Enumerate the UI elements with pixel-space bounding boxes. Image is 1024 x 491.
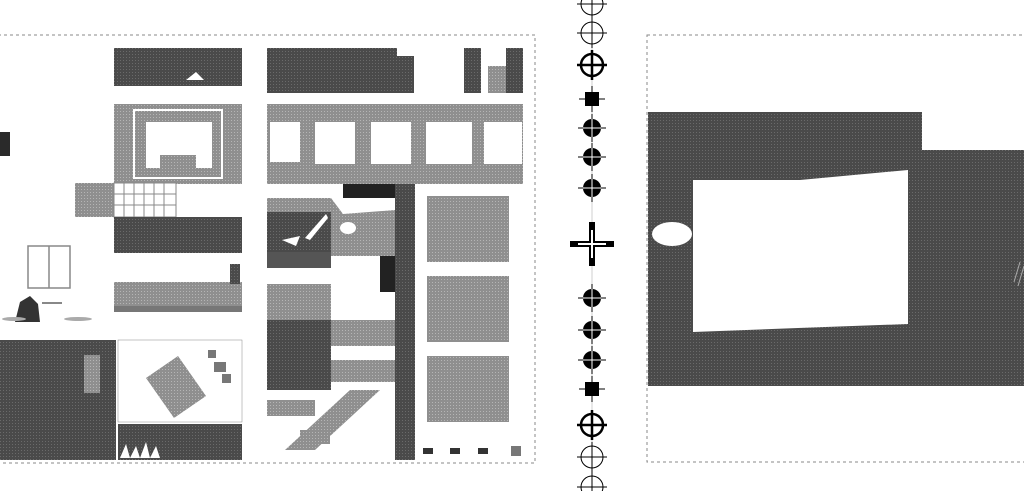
bench-white: [331, 198, 395, 214]
row-cell-3: [371, 122, 411, 164]
crosshair-circle-bold-icon: [577, 410, 607, 440]
tall-column: [395, 184, 415, 460]
shadow-2: [2, 317, 26, 321]
crosshair-circle-icon: [577, 442, 607, 472]
top-strip-b-tab: [397, 56, 414, 93]
shadow-1: [64, 317, 92, 321]
right-print-panel: [646, 34, 1024, 463]
plan-frame: [133, 109, 223, 179]
grass-bottom: [267, 252, 331, 268]
filled-circle-crosshair-icon: [578, 316, 606, 344]
small-table: [42, 302, 62, 304]
field-1: [427, 196, 509, 262]
rock-panel: [267, 284, 331, 320]
small-box-b: [300, 430, 330, 444]
mini-mark-4: [511, 446, 521, 456]
crosshair-circle-icon: [577, 472, 607, 491]
filled-circle-crosshair-icon: [578, 284, 606, 312]
bar-1: [464, 48, 481, 93]
row-cell-4: [426, 122, 472, 164]
bench-dot: [340, 222, 356, 234]
row-cell-2: [315, 122, 355, 164]
triangle-mark: [186, 72, 204, 80]
crosshair-circle-icon: [577, 18, 607, 48]
stage-band: [118, 424, 242, 460]
dark-band: [114, 217, 242, 253]
grass-tufts: [120, 442, 160, 458]
center-plus-icon: [570, 222, 614, 266]
bed-shape: [146, 356, 206, 418]
scatter-1: [282, 236, 300, 246]
row-cell-1: [270, 122, 300, 162]
row-cell-5: [484, 122, 522, 164]
bar-2: [488, 66, 510, 93]
crowd-tab: [230, 264, 240, 284]
bar-3: [506, 48, 523, 93]
crosshair-circle-bold-icon: [577, 50, 607, 80]
grid-lines: [114, 183, 176, 217]
mini-mark-1: [423, 448, 433, 454]
small-box-a: [267, 400, 315, 416]
black-tab: [0, 132, 10, 156]
filled-circle-crosshair-icon: [578, 114, 606, 142]
crosshair-circle-icon: [577, 0, 607, 19]
light-cutout: [693, 170, 908, 332]
top-strip-b: [267, 48, 397, 93]
tall-column-edge: [380, 256, 395, 292]
gray-square: [75, 183, 115, 217]
grass-band: [267, 198, 331, 212]
rock-shape: [15, 296, 40, 322]
left-panel-border: [0, 34, 536, 464]
gray-box-a: [331, 320, 395, 346]
bench-top-bar: [343, 184, 395, 198]
scatter-2: [305, 214, 328, 240]
chair-1: [208, 350, 216, 358]
crowd-floor: [114, 306, 242, 312]
right-panel-border: [646, 34, 1024, 463]
field-3: [427, 356, 509, 422]
top-strip-a: [114, 48, 242, 86]
chair-2: [214, 362, 226, 372]
mini-mark-2: [450, 448, 460, 454]
mini-mark-3: [478, 448, 488, 454]
plan-room: [146, 122, 212, 168]
grid-window: [113, 182, 177, 218]
dark-panel: [267, 320, 331, 390]
oval-cutout: [652, 222, 692, 246]
sketch-marks: [1013, 261, 1024, 287]
dark-room-light: [84, 355, 100, 393]
chair-3: [222, 374, 231, 383]
registration-strip: [570, 0, 614, 491]
left-print-panel: [0, 34, 536, 464]
gray-box-b: [331, 360, 395, 382]
filled-circle-crosshair-icon: [578, 174, 606, 202]
ramp-shape: [285, 390, 380, 450]
field-2: [427, 276, 509, 342]
filled-circle-crosshair-icon: [578, 143, 606, 171]
square-crosshair-icon: [579, 86, 605, 112]
square-crosshair-icon: [579, 376, 605, 402]
filled-circle-crosshair-icon: [578, 346, 606, 374]
